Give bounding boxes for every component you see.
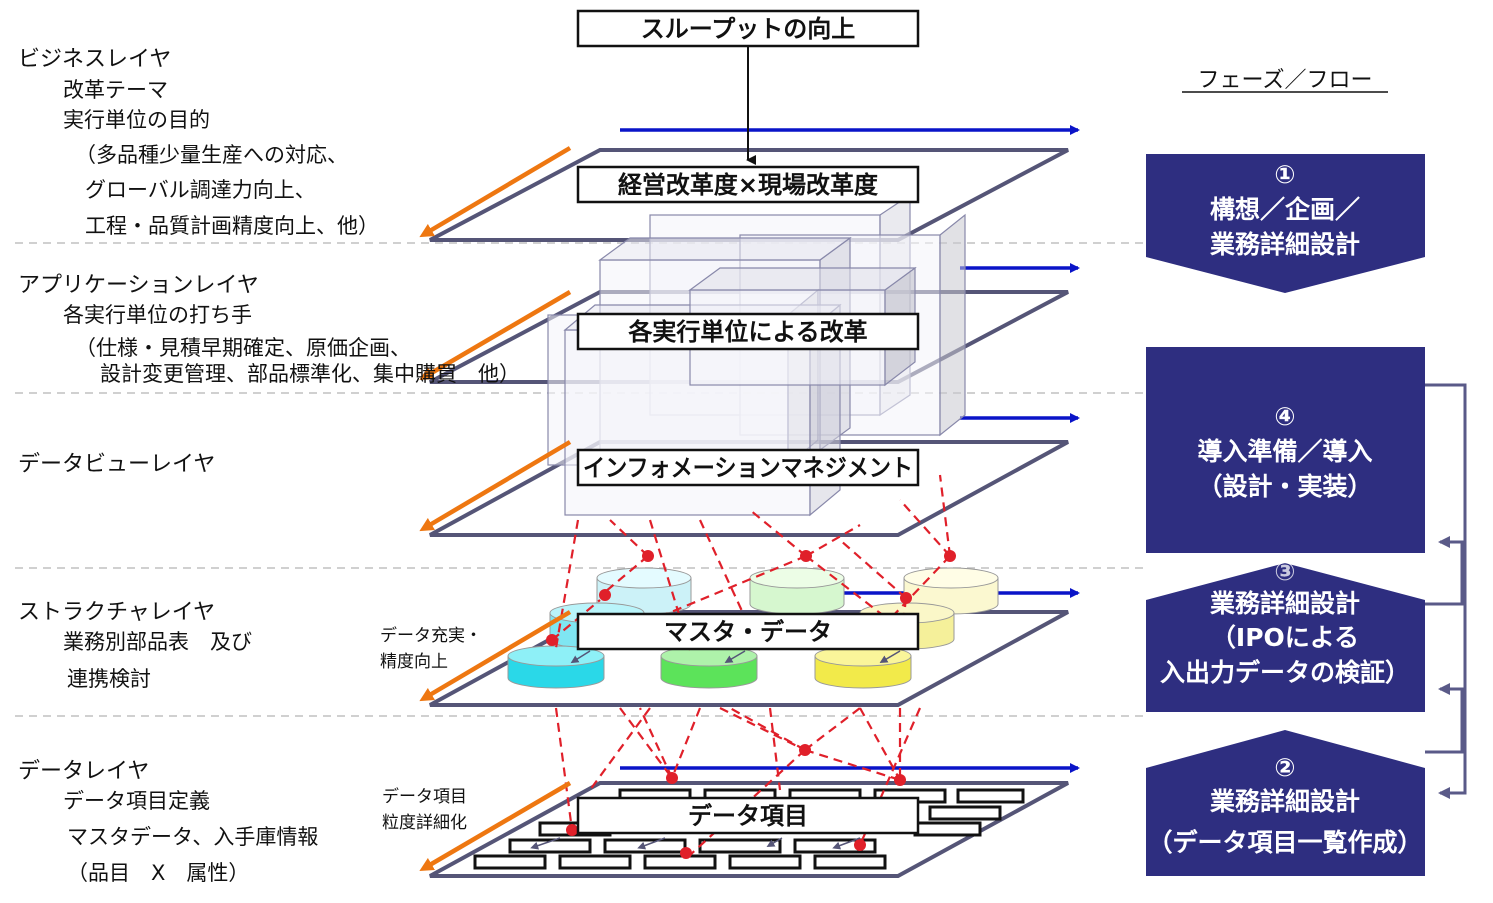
layer-data-text: データレイヤ データ項目定義 マスタデータ、入手庫情報 （品目 X 属性） — [18, 759, 318, 885]
blue-flow-arrows — [620, 125, 1080, 773]
phase-1: ① 構想／企画／ 業務詳細設計 — [1146, 154, 1425, 293]
svg-text:設計変更管理、部品標準化、集中購買 他）: 設計変更管理、部品標準化、集中購買 他） — [100, 362, 520, 386]
svg-text:精度向上: 精度向上 — [380, 652, 448, 672]
phase-connectors — [1425, 383, 1467, 799]
svg-text:（IPOによる: （IPOによる — [1211, 623, 1359, 652]
top-label: スループットの向上 — [641, 15, 856, 43]
svg-text:データ項目定義: データ項目定義 — [63, 789, 210, 813]
svg-text:（仕様・見積早期確定、原価企画、: （仕様・見積早期確定、原価企画、 — [75, 336, 411, 360]
phase-header: フェーズ／フロー — [1182, 68, 1388, 93]
note-data-granularity: データ項目 粒度詳細化 — [382, 786, 467, 833]
svg-text:業務詳細設計: 業務詳細設計 — [1210, 589, 1360, 618]
svg-text:工程・品質計画精度向上、他）: 工程・品質計画精度向上、他） — [85, 214, 379, 238]
svg-text:業務詳細設計: 業務詳細設計 — [1210, 787, 1360, 816]
svg-text:マスタ・データ: マスタ・データ — [664, 618, 832, 646]
svg-text:（品目 X 属性）: （品目 X 属性） — [67, 861, 249, 885]
svg-text:グローバル調達力向上、: グローバル調達力向上、 — [85, 178, 316, 202]
layer-structure-text: ストラクチャレイヤ 業務別部品表 及び 連携検討 — [18, 600, 252, 691]
layer-title-application: アプリケーションレイヤ — [18, 273, 259, 298]
top-label-box: スループットの向上 — [576, 9, 920, 48]
phase-4: ④ 導入準備／導入 （設計・実装） — [1146, 347, 1425, 553]
svg-text:（データ項目一覧作成）: （データ項目一覧作成） — [1147, 828, 1422, 857]
layer-title-data: データレイヤ — [18, 759, 149, 784]
red-link-nodes — [546, 550, 956, 859]
svg-text:実行単位の目的: 実行単位の目的 — [63, 108, 210, 132]
layer-application-text: アプリケーションレイヤ 各実行単位の打ち手 （仕様・見積早期確定、原価企画、 設… — [18, 273, 520, 386]
layer-business-text: ビジネスレイヤ 改革テーマ 実行単位の目的 （多品種少量生産への対応、 グローバ… — [18, 47, 379, 238]
svg-text:フェーズ／フロー: フェーズ／フロー — [1198, 68, 1373, 93]
box-data-item: データ項目 — [576, 796, 920, 835]
svg-text:構想／企画／: 構想／企画／ — [1210, 195, 1360, 224]
svg-text:データ充実・: データ充実・ — [380, 625, 482, 646]
layer-title-structure: ストラクチャレイヤ — [18, 600, 215, 625]
svg-text:各実行単位の打ち手: 各実行単位の打ち手 — [63, 303, 252, 327]
svg-text:データ項目: データ項目 — [382, 786, 467, 807]
note-data-enrich: データ充実・ 精度向上 — [380, 625, 482, 672]
box-master-data: マスタ・データ — [576, 612, 920, 651]
box-info-mgmt: インフォメーションマネジメント — [576, 448, 920, 487]
phase-3: ③ 業務詳細設計 （IPOによる 入出力データの検証） — [1146, 557, 1425, 712]
svg-text:（多品種少量生産への対応、: （多品種少量生産への対応、 — [75, 143, 348, 167]
svg-text:（設計・実装）: （設計・実装） — [1197, 472, 1372, 501]
svg-text:業務別部品表 及び: 業務別部品表 及び — [63, 630, 252, 654]
svg-text:④: ④ — [1274, 402, 1295, 431]
svg-text:導入準備／導入: 導入準備／導入 — [1197, 437, 1372, 466]
svg-text:①: ① — [1274, 160, 1295, 189]
svg-text:マスタデータ、入手庫情報: マスタデータ、入手庫情報 — [67, 825, 318, 849]
box-kpi: 経営改革度×現場改革度 — [576, 165, 920, 204]
layer-title-business: ビジネスレイヤ — [18, 47, 171, 72]
svg-text:改革テーマ: 改革テーマ — [63, 78, 168, 102]
phase-2: ② 業務詳細設計 （データ項目一覧作成） — [1146, 730, 1425, 876]
layer-title-dataview: データビューレイヤ — [18, 452, 215, 477]
svg-text:③: ③ — [1274, 557, 1295, 586]
svg-text:各実行単位による改革: 各実行単位による改革 — [627, 318, 867, 346]
svg-text:経営改革度×現場改革度: 経営改革度×現場改革度 — [618, 171, 879, 199]
cylinder-bot-cyan — [507, 645, 605, 689]
svg-text:粒度詳細化: 粒度詳細化 — [382, 813, 467, 833]
cylinder-top-green — [749, 567, 845, 615]
svg-text:データ項目: データ項目 — [688, 802, 808, 830]
svg-text:入出力データの検証）: 入出力データの検証） — [1160, 658, 1410, 687]
svg-text:連携検討: 連携検討 — [67, 667, 151, 691]
box-reform: 各実行単位による改革 — [576, 312, 920, 351]
svg-text:インフォメーションマネジメント: インフォメーションマネジメント — [583, 454, 913, 482]
svg-text:②: ② — [1274, 753, 1295, 782]
orange-arrows — [419, 146, 572, 872]
layer-dataview-text: データビューレイヤ — [18, 452, 215, 477]
small-gray-arrows — [530, 650, 901, 850]
svg-text:業務詳細設計: 業務詳細設計 — [1210, 230, 1360, 259]
